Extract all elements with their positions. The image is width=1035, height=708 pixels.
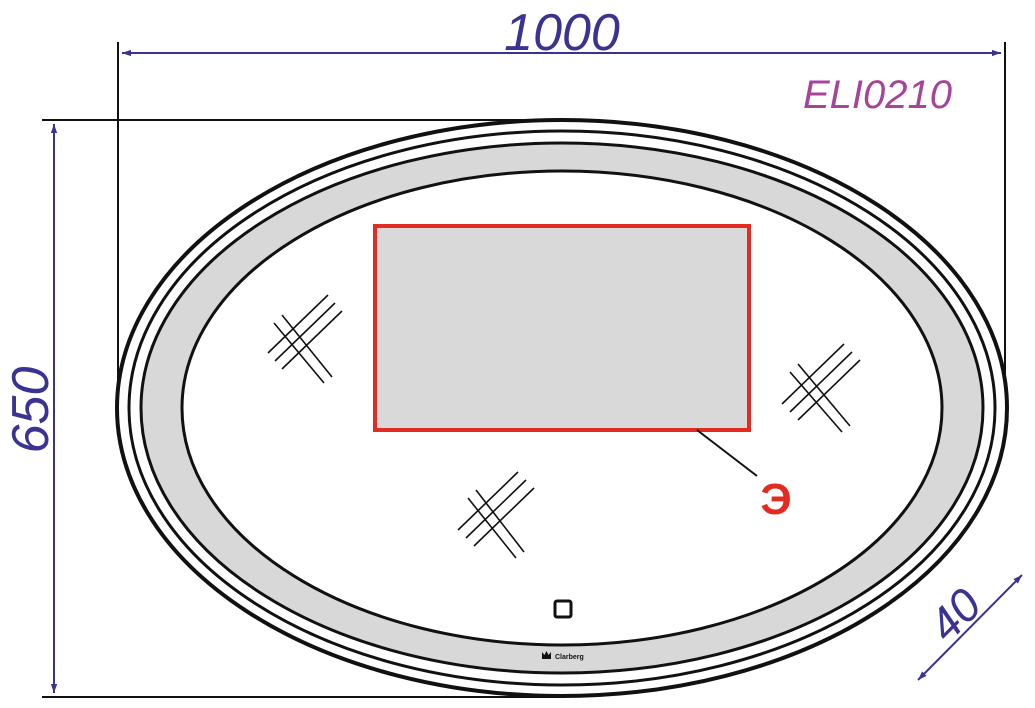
brand-label: Clarberg xyxy=(555,654,584,661)
extension-lines xyxy=(42,42,1006,698)
touch-sensor-icon xyxy=(553,599,573,619)
sparkle-icon xyxy=(267,294,343,384)
frame-depth-dimension-label: 40 xyxy=(918,578,991,651)
height-dimension-label: 650 xyxy=(2,367,60,454)
sparkle-icon xyxy=(457,471,535,559)
width-dimension-label: 1000 xyxy=(504,4,620,62)
display-panel xyxy=(373,224,751,432)
display-leader-line xyxy=(696,429,758,477)
sparkle-icon xyxy=(781,343,861,433)
frame-depth-dimension-line xyxy=(917,574,1023,681)
model-number: ELI0210 xyxy=(803,73,952,117)
clarberg-logo-icon xyxy=(542,651,551,659)
display-marker-label: Э xyxy=(760,475,791,524)
